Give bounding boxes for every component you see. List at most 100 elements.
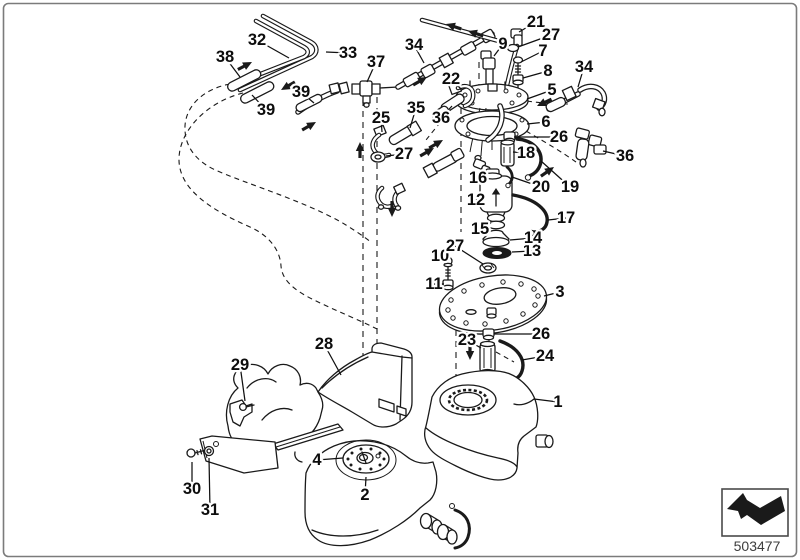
hose-17-end: [528, 229, 535, 237]
leader-line: [413, 44, 425, 64]
elbow-fitting-25: [370, 124, 392, 159]
callout-number: 29: [231, 356, 249, 374]
hose-20-end: [505, 182, 511, 189]
callout-number: 19: [561, 178, 579, 196]
callout-37: 37: [365, 51, 387, 83]
strainer-18: [500, 139, 515, 167]
nut-11: [442, 279, 454, 291]
callout-number: 24: [536, 347, 555, 365]
hex-fitting: [328, 82, 341, 95]
washer-27-lower: [479, 262, 497, 274]
callout-36: 36: [602, 145, 636, 167]
leader-line: [440, 105, 453, 119]
callout-8: 8: [522, 60, 555, 82]
leader-line: [454, 245, 484, 265]
leader-line: [547, 217, 567, 221]
leader-line: [251, 94, 267, 111]
callout-number: 38: [216, 48, 234, 66]
elbow-fitting-22: [448, 81, 476, 109]
callout-21: 21: [518, 11, 547, 33]
callout-32: 32: [246, 29, 290, 59]
callout-number: 17: [557, 209, 575, 227]
flow-arrow-icon: [235, 58, 254, 74]
leader-line: [479, 222, 492, 230]
leader-line: [409, 107, 417, 129]
callout-number: 34: [575, 58, 594, 76]
leader-line: [239, 364, 246, 402]
callout-13: 13: [511, 240, 543, 262]
leader-line: [511, 176, 542, 188]
callout-number: 34: [405, 36, 424, 54]
part-number: 503477: [734, 538, 781, 554]
callout-number: 8: [543, 62, 552, 80]
callout-28: 28: [313, 333, 342, 376]
leader-line: [512, 151, 527, 154]
leader-line: [602, 150, 626, 157]
callout-16: 16: [467, 167, 490, 190]
callout-27: 27: [517, 24, 562, 48]
hose-bottom: [453, 508, 471, 550]
leader-line: [380, 117, 383, 133]
callout-number: 31: [201, 501, 219, 519]
callout-number: 36: [616, 147, 634, 165]
leader-line: [300, 91, 315, 104]
leader-line: [518, 21, 537, 33]
callout-number: 15: [471, 220, 489, 238]
alignment-line: [495, 351, 515, 363]
leader-line: [540, 160, 571, 188]
callout-number: 21: [527, 13, 545, 31]
hex-fitting: [338, 81, 350, 95]
tank-shell-left: [225, 363, 324, 463]
callout-number: 2: [360, 486, 369, 504]
callout-number: 11: [425, 275, 442, 293]
nut-31: [203, 445, 215, 457]
callout-number: 7: [538, 42, 547, 60]
callout-labels: 1234567891011121314151617181920212223242…: [181, 11, 637, 522]
callout-number: 25: [372, 109, 390, 127]
fuel-line-pair: [232, 13, 319, 93]
leader-line: [316, 457, 344, 461]
fuel-filter-23: [479, 340, 496, 376]
callout-1: 1: [533, 391, 565, 413]
dashed-hose-route-lower: [178, 92, 382, 332]
hose-sleeve-38: [227, 69, 262, 92]
leader-line: [477, 167, 483, 179]
callout-5: 5: [526, 79, 559, 101]
dashed-link-ring-fitting: [525, 130, 577, 163]
callout-39: 39: [251, 94, 277, 121]
hose-run-upper: [419, 17, 509, 46]
leader-line: [520, 50, 544, 63]
callout-3: 3: [543, 281, 567, 303]
callout-27: 27: [444, 235, 484, 265]
callout-14: 14: [509, 227, 545, 249]
hose-assembly-34-right: [545, 83, 608, 117]
callout-24: 24: [521, 345, 557, 367]
callout-number: 22: [442, 70, 460, 88]
callout-10: 10: [429, 245, 452, 268]
cap-14: [482, 229, 510, 248]
nut-8: [512, 74, 524, 93]
leader-line: [256, 39, 290, 59]
callout-number: 1: [553, 393, 562, 411]
tank-stub-right: [535, 434, 554, 449]
leader-line: [466, 339, 482, 349]
callout-number: 26: [532, 325, 550, 343]
leader-line: [521, 355, 546, 361]
callout-number: 35: [407, 99, 425, 117]
callout-number: 27: [395, 145, 413, 163]
callout-27: 27: [385, 143, 415, 165]
callout-7: 7: [520, 40, 550, 63]
callout-33: 33: [325, 42, 359, 64]
brand-logo: [721, 488, 789, 537]
callout-number: 27: [542, 26, 560, 44]
callout-26: 26: [514, 126, 570, 148]
callout-number: 26: [550, 128, 568, 146]
washer-15: [486, 220, 506, 230]
leader-line: [366, 61, 377, 83]
callout-25: 25: [370, 107, 392, 133]
callout-29: 29: [229, 354, 251, 402]
callout-number: 39: [292, 83, 310, 101]
gasket-13: [482, 247, 512, 259]
callout-number: 30: [183, 480, 201, 498]
leader-line: [385, 153, 405, 157]
